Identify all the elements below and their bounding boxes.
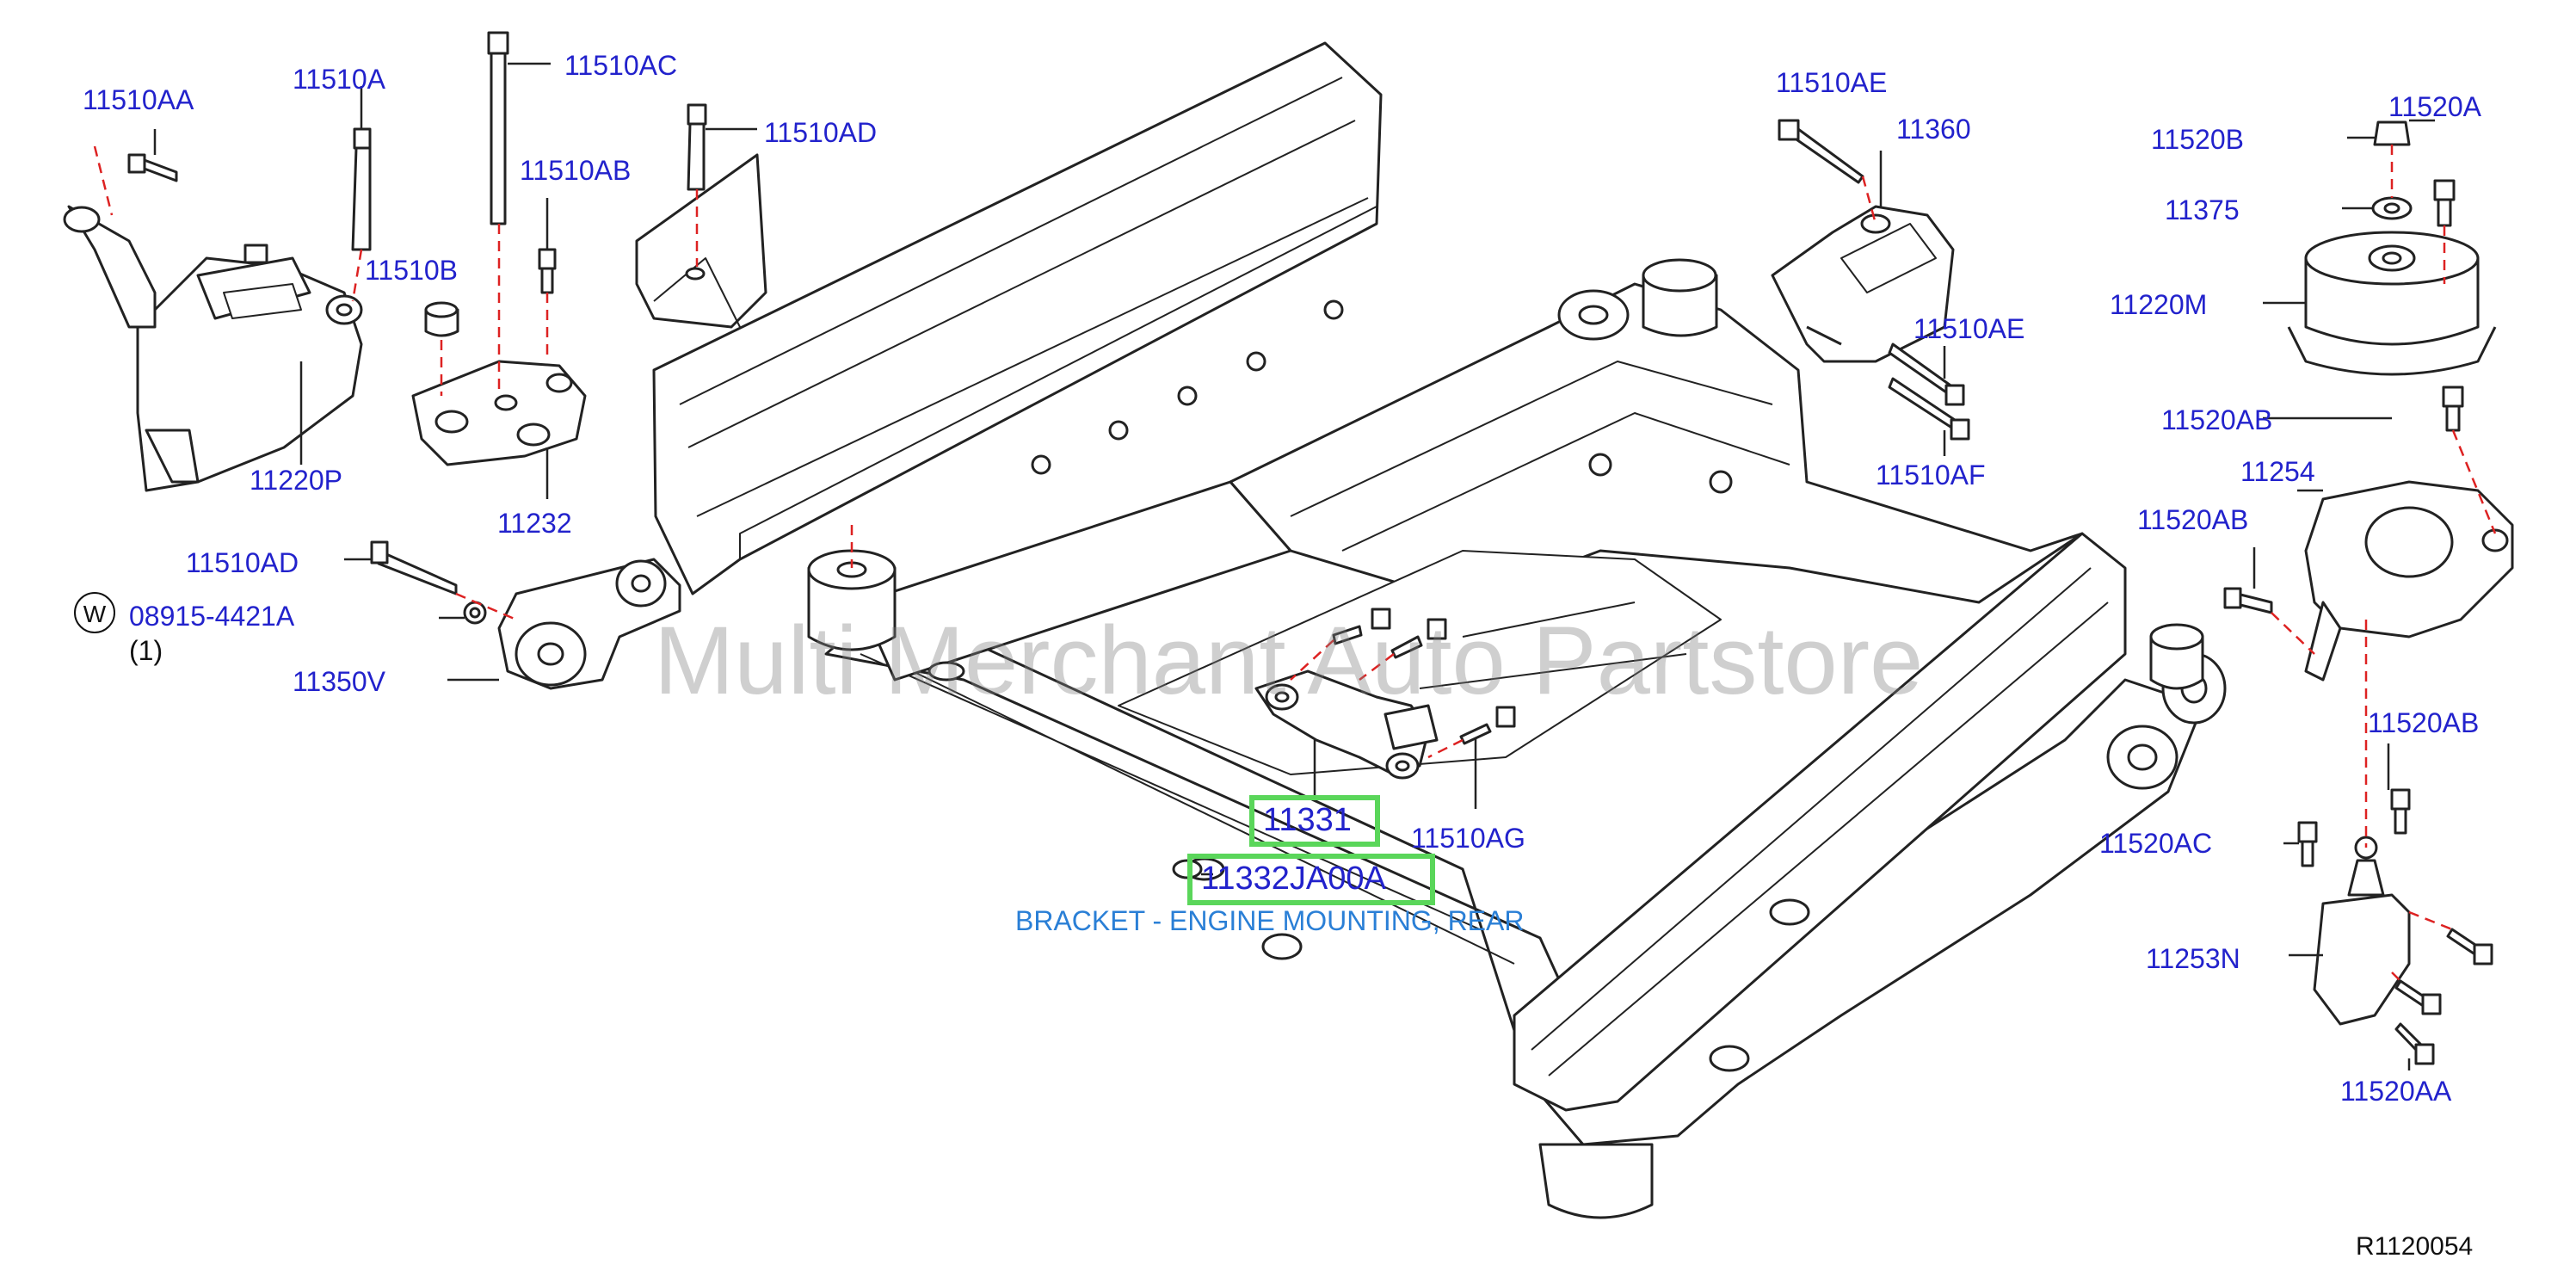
bracket-11331-drawing bbox=[1172, 608, 1516, 879]
part-label-11510af[interactable]: 11510AF bbox=[1876, 460, 1986, 490]
shield-11510ad-drawing bbox=[635, 153, 767, 329]
highlight-box-11332ja00a bbox=[1187, 854, 1435, 905]
part-label-11510ac[interactable]: 11510AC bbox=[564, 50, 678, 81]
part-label-11520ab-2[interactable]: 11520AB bbox=[2137, 504, 2249, 535]
part-label-11520a[interactable]: 11520A bbox=[2388, 91, 2481, 122]
centerlines bbox=[93, 145, 2497, 982]
part-label-11253n[interactable]: 11253N bbox=[2146, 943, 2240, 974]
part-label-11220m[interactable]: 11220M bbox=[2110, 289, 2208, 320]
fasteners-left-drawing bbox=[127, 31, 707, 337]
part-label-11510b[interactable]: 11510B bbox=[365, 255, 458, 286]
part-label-11510ag[interactable]: 11510AG bbox=[1411, 823, 1525, 854]
subframe-drawing bbox=[652, 41, 2227, 1219]
part-label-11510ab[interactable]: 11510AB bbox=[520, 155, 632, 186]
bracket-11232-drawing bbox=[411, 360, 587, 466]
watermark: Multi Merchant Auto Partstore bbox=[654, 607, 1924, 714]
mount-11220p-drawing bbox=[63, 205, 363, 492]
leader-lines bbox=[153, 62, 2435, 1070]
part-label-08915-4421a[interactable]: 08915-4421A bbox=[129, 601, 295, 632]
mount-11220m-drawing bbox=[2287, 120, 2497, 376]
part-label-11520ab-1[interactable]: 11520AB bbox=[2161, 404, 2273, 435]
diagram-code: R1120054 bbox=[2356, 1232, 2474, 1261]
part-label-11520b[interactable]: 11520B bbox=[2151, 124, 2244, 155]
part-label-11331[interactable]: 11331 bbox=[1263, 802, 1352, 838]
part-label-11220p[interactable]: 11220P bbox=[250, 465, 342, 496]
bracket-11253n-drawing bbox=[2297, 788, 2493, 1065]
part-label-11520ab-3[interactable]: 11520AB bbox=[2368, 707, 2480, 738]
mount-11350v-drawing bbox=[370, 540, 681, 690]
washer-symbol: W bbox=[74, 592, 115, 633]
part-quantity-08915: (1) bbox=[129, 635, 163, 666]
part-label-11254[interactable]: 11254 bbox=[2240, 456, 2315, 487]
part-label-11510ae-low[interactable]: 11510AE bbox=[1914, 313, 2025, 344]
part-label-11510ad-top[interactable]: 11510AD bbox=[764, 117, 878, 148]
part-label-11350v[interactable]: 11350V bbox=[293, 666, 385, 697]
part-label-11232[interactable]: 11232 bbox=[497, 508, 572, 539]
part-label-11520ac[interactable]: 11520AC bbox=[2099, 828, 2213, 859]
part-label-11510aa-top[interactable]: 11510AA bbox=[83, 84, 194, 115]
highlight-description: BRACKET - ENGINE MOUNTING, REAR bbox=[1015, 905, 1525, 936]
part-label-11510a[interactable]: 11510A bbox=[293, 64, 385, 95]
mount-11360-drawing bbox=[1771, 119, 1970, 441]
part-label-11510ad-low[interactable]: 11510AD bbox=[186, 547, 299, 578]
part-label-11375[interactable]: 11375 bbox=[2165, 194, 2240, 225]
part-label-11510ae-top[interactable]: 11510AE bbox=[1776, 67, 1888, 98]
part-label-11520aa-low[interactable]: 11520AA bbox=[2340, 1076, 2452, 1107]
part-label-11332ja00a[interactable]: 11332JA00A bbox=[1201, 861, 1386, 897]
highlight-box-11331 bbox=[1249, 795, 1380, 847]
bracket-11254-drawing bbox=[2223, 386, 2514, 682]
part-label-11360[interactable]: 11360 bbox=[1896, 114, 1971, 145]
